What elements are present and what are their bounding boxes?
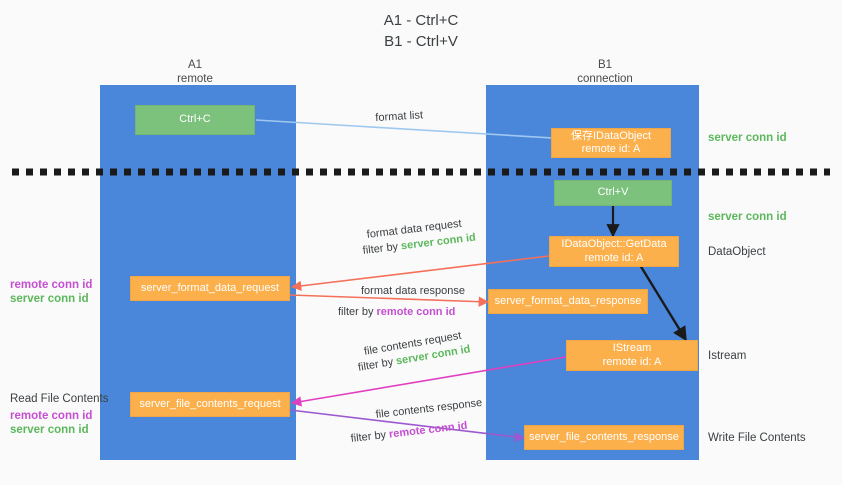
node-getdata-line1: IDataObject::GetData xyxy=(561,238,667,250)
filter-value-remote-conn-id-2: remote conn id xyxy=(388,419,469,441)
filter-prefix-4: filter by xyxy=(350,428,390,445)
node-getdata-line2: remote id: A xyxy=(584,251,644,264)
right-label-dataobject: DataObject xyxy=(708,246,766,258)
node-server-format-data-response-label: server_format_data_response xyxy=(494,294,642,307)
node-server-file-contents-request-label: server_file_contents_request xyxy=(139,397,281,410)
filter-prefix-2: filter by xyxy=(338,306,377,318)
edge-label-file-contents-response: file contents response xyxy=(375,396,483,421)
page-title: A1 - Ctrl+C B1 - Ctrl+V xyxy=(383,12,459,50)
node-istream[interactable]: IStream remote id: A xyxy=(566,340,698,371)
left-label-server-conn-id-1: server conn id xyxy=(10,293,89,305)
left-label-remote-conn-id-2: remote conn id xyxy=(10,410,93,422)
column-header-b1: B1 connection xyxy=(577,59,633,85)
node-server-file-contents-request[interactable]: server_file_contents_request xyxy=(130,392,290,417)
column-header-a1: A1 remote xyxy=(177,59,213,85)
node-idataobject-getdata[interactable]: IDataObject::GetData remote id: A xyxy=(549,236,679,267)
node-ctrl-c[interactable]: Ctrl+C xyxy=(135,105,255,135)
node-server-format-data-response[interactable]: server_format_data_response xyxy=(488,289,648,314)
filter-prefix-1: filter by xyxy=(362,240,402,257)
node-server-format-data-request[interactable]: server_format_data_request xyxy=(130,276,290,301)
edge-label-format-list: format list xyxy=(375,109,424,124)
left-label-server-conn-id-2: server conn id xyxy=(10,424,89,436)
left-label-remote-conn-id-1: remote conn id xyxy=(10,279,93,291)
node-server-format-data-request-label: server_format_data_request xyxy=(140,281,280,294)
node-ctrl-v-line1: Ctrl+V xyxy=(597,186,629,199)
filter-value-remote-conn-id-1: remote conn id xyxy=(376,306,456,318)
node-save-idataobject-line2: remote id: A xyxy=(581,143,641,155)
edge-label-file-contents-response-filter: filter by remote conn id xyxy=(350,419,468,446)
left-label-read-file-contents: Read File Contents xyxy=(10,393,109,405)
right-label-istream: Istream xyxy=(708,350,747,362)
edge-label-format-data-response: format data response xyxy=(361,285,465,297)
node-ctrl-v[interactable]: Ctrl+V xyxy=(554,180,672,206)
edge-label-format-data-response-filter: filter by remote conn id xyxy=(338,305,455,319)
right-label-server-conn-id-1: server conn id xyxy=(708,132,787,144)
node-ctrl-c-line1: Ctrl+C xyxy=(179,113,211,126)
right-label-write-file-contents: Write File Contents xyxy=(708,432,806,444)
filter-prefix-3: filter by xyxy=(357,355,398,374)
node-server-file-contents-response-label: server_file_contents_response xyxy=(529,430,679,443)
right-label-server-conn-id-2: server conn id xyxy=(708,211,787,223)
node-save-idataobject[interactable]: 保存IDataObject remote id: A xyxy=(551,128,671,158)
node-server-file-contents-response[interactable]: server_file_contents_response xyxy=(524,425,684,450)
node-istream-line1: IStream xyxy=(612,342,652,354)
node-save-idataobject-line1: 保存IDataObject xyxy=(570,129,652,142)
node-istream-line2: remote id: A xyxy=(602,355,662,368)
